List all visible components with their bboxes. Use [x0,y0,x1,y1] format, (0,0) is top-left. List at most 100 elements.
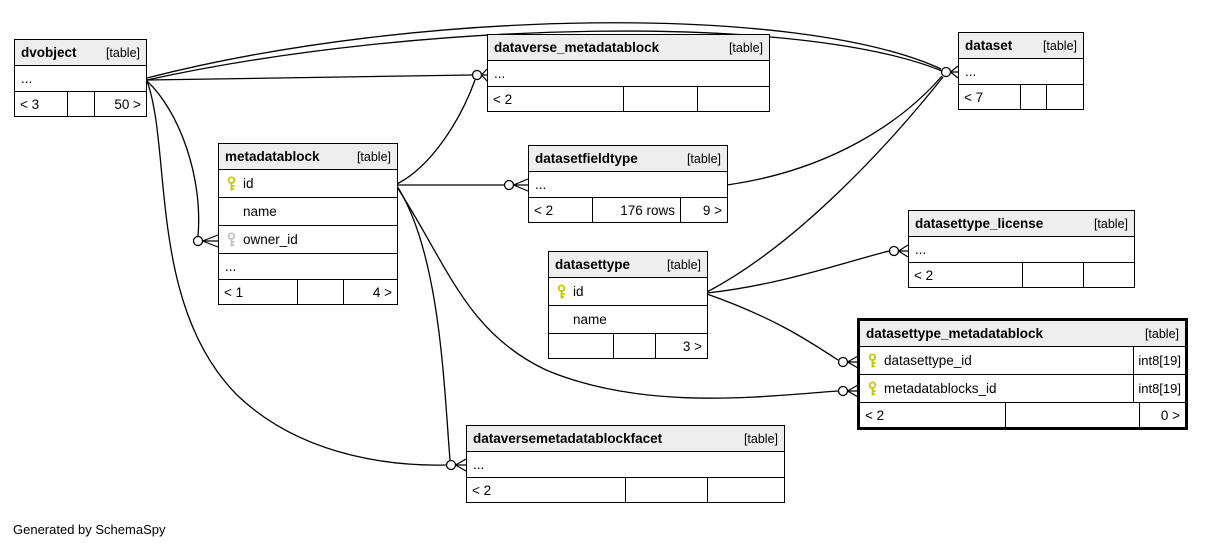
column-row-name: name [219,198,397,226]
table-datasettype_metadatablock[interactable]: datasettype_metadatablock[table]datasett… [857,318,1188,430]
column-name: name [243,204,277,219]
table-type-tag: [table] [105,45,140,60]
ellipsis-row: ... [529,172,727,198]
stats-parents: 3 > [682,338,702,354]
primary-key-cell [219,175,243,192]
table-header[interactable]: metadatablock [table] [219,144,397,170]
table-type-tag: [table] [743,431,778,446]
stats-children: < 2 [488,87,624,111]
primary-key-cell [860,352,884,369]
table-stats: < 2 [909,263,1134,287]
relationship-line-dvobject-metadatablock [146,80,200,237]
stats-rows [68,92,95,116]
relationship-line-dvobject-dataverse_metadatablock [146,74,473,81]
stats-children: < 3 [15,92,68,116]
relationship-line-dvobject-dataversemetadatablockfacet [146,80,447,466]
table-name: dataverse_metadatablock [494,40,660,55]
table-type-tag: [table] [1042,38,1077,53]
stats-rows [298,280,344,304]
stats-children: < 2 [909,263,1023,287]
stats-children: < 2 [529,198,593,222]
table-stats: < 2 [467,478,784,502]
stats-parents: 9 > [702,202,722,218]
ellipsis-row: ... [959,59,1083,85]
stats-children: < 2 [467,478,626,502]
table-header[interactable]: datasettype [table] [549,252,707,278]
crows-foot-marker [503,178,529,192]
table-type-tag: [table] [666,257,701,272]
relationship-line-metadatablock-dataverse_metadatablock [396,79,476,185]
column-row-owner_id: owner_id [219,226,397,254]
table-stats: < 2 [488,87,769,111]
ellipsis-row: ... [909,237,1134,263]
stats-rows [624,87,698,111]
table-dataset[interactable]: dataset[table]...< 7 [958,32,1084,110]
table-stats: < 3 50 > [15,92,146,116]
table-dvobject[interactable]: dvobject [table]...< 3 50 > [14,39,147,117]
table-name: datasettype [555,257,631,272]
stats-children: < 7 [959,85,1021,109]
column-type: int8[19] [1133,375,1185,402]
stats-rows [626,478,708,502]
table-stats: 3 > [549,334,707,358]
crows-foot-marker [445,458,467,472]
table-name: dvobject [21,45,77,60]
table-header[interactable]: dataverse_metadatablock[table] [488,35,769,61]
table-type-tag: [table] [1093,216,1128,231]
table-dataversemetadatablockfacet[interactable]: dataversemetadatablockfacet[table]...< 2 [466,425,785,503]
foreign-key-cell [219,231,243,248]
crows-foot-marker [471,68,488,82]
primary-key-cell [860,380,884,397]
stats-parents: 50 > [114,96,141,112]
primary-key-icon [868,352,876,368]
table-type-tag: [table] [1144,326,1179,341]
stats-parents [1047,85,1083,109]
relationship-line-datasetfieldtype-dataset [726,75,943,186]
stats-rows [1023,263,1084,287]
stats-parents: 4 > [372,284,392,300]
table-header[interactable]: dvobject [table] [15,40,146,66]
stats-rows [614,334,656,358]
ellipsis-row: ... [15,66,146,92]
column-name: owner_id [243,232,298,247]
table-header[interactable]: datasetfieldtype[table] [529,146,727,172]
foreign-key-icon [227,231,235,247]
table-header[interactable]: dataset[table] [959,33,1083,59]
column-row-id: id [549,278,707,306]
primary-key-icon [227,175,235,191]
table-stats: < 7 [959,85,1083,109]
ellipsis-row: ... [467,452,784,478]
crows-foot-marker [192,234,219,248]
stats-rows [1021,85,1047,109]
generator-note: Generated by SchemaSpy [13,522,166,537]
table-dataverse_metadatablock[interactable]: dataverse_metadatablock[table]...< 2 [487,34,770,112]
relationship-line-datasettype-datasettype_license [706,250,890,294]
table-header[interactable]: datasettype_metadatablock [table] [860,321,1185,347]
ellipsis-row: ... [488,61,769,87]
crows-foot-marker [888,244,909,258]
table-name: metadatablock [225,149,320,164]
table-header[interactable]: datasettype_license[table] [909,211,1134,237]
column-row-name: name [549,306,707,334]
table-name: datasettype_metadatablock [866,326,1044,341]
table-type-tag: [table] [356,149,391,164]
table-header[interactable]: dataversemetadatablockfacet[table] [467,426,784,452]
table-datasettype_license[interactable]: datasettype_license[table]...< 2 [908,210,1135,288]
primary-key-icon [868,380,876,396]
column-type: int8[19] [1133,347,1185,374]
relationship-line-dvobject-dataset-b [146,30,943,81]
table-name: datasetfieldtype [535,151,638,166]
relationship-line-metadatablock-datasettype_metadatablock [396,186,839,399]
stats-parents [698,87,769,111]
stats-rows [1006,403,1140,427]
stats-children [549,334,614,358]
crows-foot-marker [940,65,959,79]
